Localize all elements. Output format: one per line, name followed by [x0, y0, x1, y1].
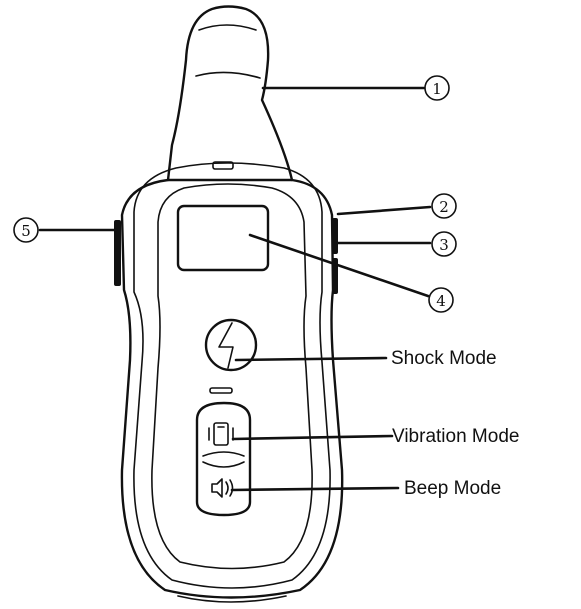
- rocker-button[interactable]: [195, 401, 252, 517]
- leader-lines: [38, 86, 432, 492]
- svg-text:5: 5: [21, 222, 31, 240]
- lightning-bolt-icon: [218, 322, 234, 369]
- svg-text:4: 4: [436, 292, 446, 310]
- callout-2: 2: [431, 193, 457, 219]
- right-side-button-upper[interactable]: [332, 218, 338, 254]
- leader-shock: [234, 356, 388, 362]
- callout-1: 1: [424, 75, 450, 101]
- speaker-icon: [211, 478, 234, 498]
- callout-3: 3: [431, 231, 457, 257]
- left-side-button[interactable]: [114, 220, 121, 286]
- divider-dash: [209, 387, 233, 394]
- svg-text:1: 1: [432, 80, 442, 98]
- leader-4: [248, 233, 430, 298]
- display-screen: [176, 204, 270, 272]
- svg-text:2: 2: [439, 198, 449, 216]
- vibration-phone-icon: [208, 422, 234, 446]
- svg-text:3: 3: [439, 236, 449, 254]
- beep-mode-label: Beep Mode: [404, 478, 501, 499]
- leader-beep: [230, 486, 400, 492]
- shock-button[interactable]: [204, 318, 258, 372]
- leader-vibration: [231, 434, 394, 441]
- leader-2: [336, 205, 432, 216]
- callout-4: 4: [428, 287, 454, 313]
- callout-5: 5: [13, 217, 39, 243]
- antenna: [166, 5, 294, 182]
- device-body: [120, 162, 344, 603]
- shock-mode-label: Shock Mode: [391, 348, 497, 369]
- led-indicator: [212, 161, 234, 170]
- right-side-button-lower[interactable]: [332, 258, 338, 294]
- vibration-mode-label: Vibration Mode: [392, 426, 519, 447]
- side-buttons[interactable]: [114, 218, 338, 294]
